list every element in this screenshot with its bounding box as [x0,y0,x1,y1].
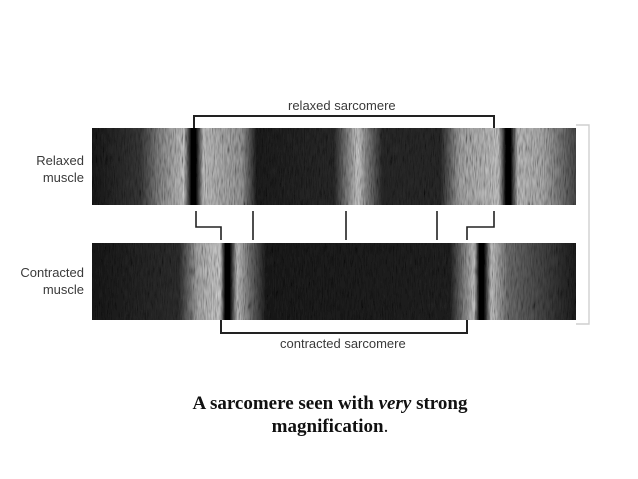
caption-line1: A sarcomere seen with very strong [100,392,560,415]
caption-line2: magnification. [100,415,560,438]
alignment-lines [195,211,495,240]
caption-line2-text: magnification [271,416,384,437]
relaxed-muscle-label: Relaxed muscle [4,152,84,186]
relaxed-muscle-strip [92,128,576,205]
relaxed-label-line1: Relaxed [36,153,84,168]
contracted-muscle-label: Contracted muscle [4,264,84,298]
caption-part1: A sarcomere seen with [192,393,379,414]
contracted-label-line2: muscle [42,282,84,297]
contracted-label-line1: Contracted [20,265,84,280]
right-group-bracket [576,124,590,325]
right-z-line-connector [466,211,495,240]
caption-emphasis: very [378,393,412,414]
relaxed-sarcomere-bracket [193,115,495,128]
contracted-muscle-strip [92,243,576,320]
figure-caption: A sarcomere seen with very strong magnif… [100,392,560,438]
caption-period: . [383,416,389,437]
relaxed-sarcomere-label: relaxed sarcomere [284,98,400,113]
contracted-sarcomere-bracket [220,320,468,334]
relaxed-label-line2: muscle [42,170,84,185]
caption-part2: strong [411,393,468,414]
left-z-line-connector [195,211,222,240]
contracted-sarcomere-label: contracted sarcomere [276,336,410,351]
